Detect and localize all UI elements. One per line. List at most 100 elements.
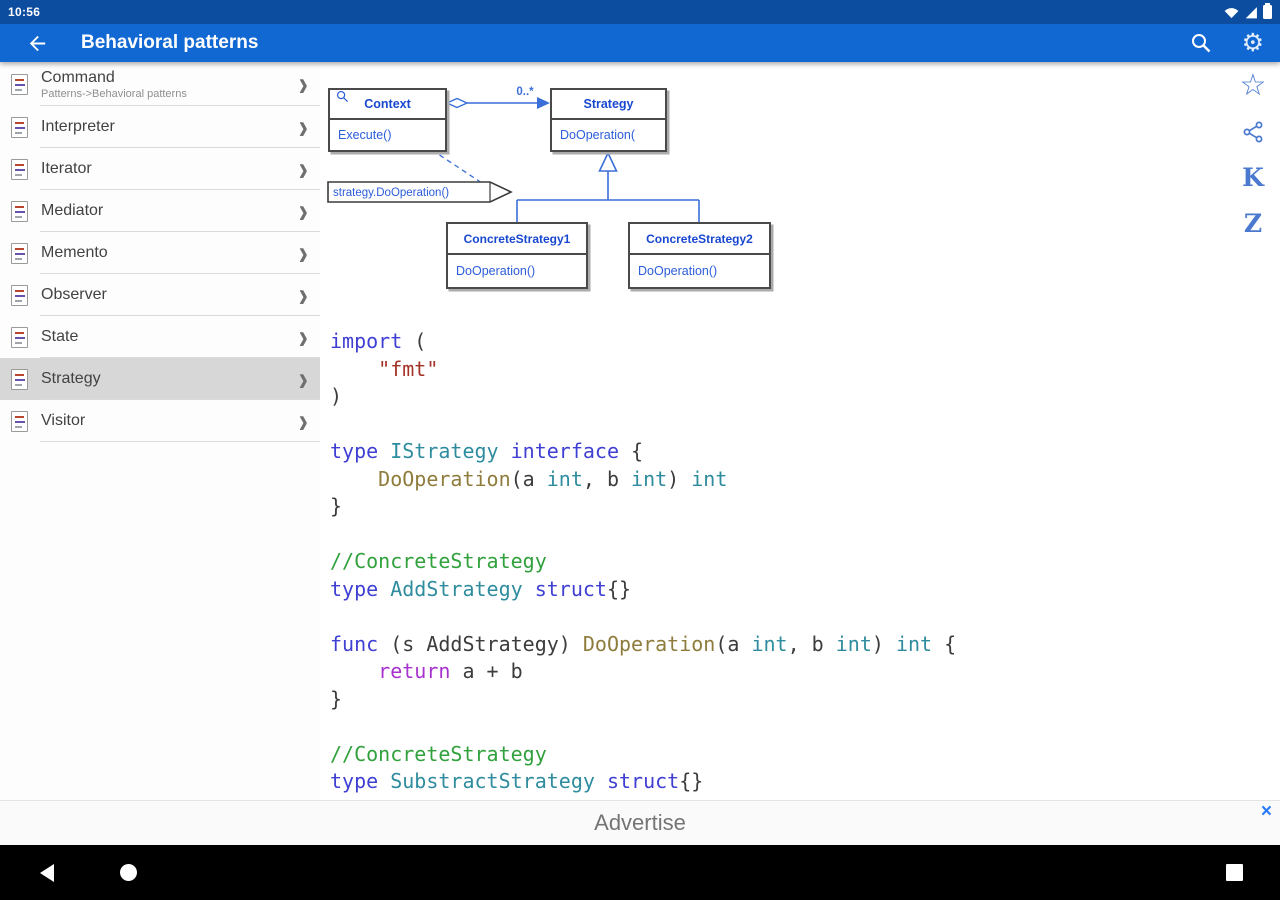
chevron-right-icon: › xyxy=(298,149,308,188)
chevron-right-icon: › xyxy=(298,317,308,356)
uml-class-title: Strategy xyxy=(552,90,665,120)
kotlin-code-button[interactable]: K xyxy=(1239,163,1267,192)
code-line xyxy=(330,411,956,439)
code-line: func (s AddStrategy) DoOperation(a int, … xyxy=(330,631,957,656)
code-line: //ConcreteStrategy xyxy=(330,549,547,573)
nav-home-button[interactable] xyxy=(120,864,137,881)
clock: 10:56 xyxy=(8,5,41,19)
document-icon xyxy=(11,410,28,432)
sidebar-item-visitor[interactable]: Visitor › xyxy=(0,400,320,442)
code-line: DoOperation(a int, b int) int xyxy=(378,466,728,491)
app-bar: Behavioral patterns ⚙ xyxy=(0,24,1280,62)
sidebar-item-label: State xyxy=(41,328,79,345)
sidebar-item-text: Visitor xyxy=(41,412,299,430)
ad-close-button[interactable]: × xyxy=(1261,802,1272,821)
method-label: Execute() xyxy=(338,128,392,142)
uml-class-context: Context Execute() xyxy=(328,88,447,152)
code-line: import ( xyxy=(330,329,427,353)
letter-k-icon: K xyxy=(1242,163,1264,192)
sidebar-item-text: Observer xyxy=(41,286,299,304)
code-line: type IStrategy interface { xyxy=(330,439,644,463)
document-icon xyxy=(11,368,28,390)
uml-class-method: DoOperation() xyxy=(638,264,718,278)
favorite-button[interactable]: ☆ xyxy=(1239,71,1267,101)
chevron-right-icon: › xyxy=(298,275,308,314)
status-bar: 10:56 xyxy=(0,0,1280,24)
sidebar-item-label: Memento xyxy=(41,244,108,261)
ad-banner[interactable]: Advertise × xyxy=(0,800,1280,845)
close-icon: × xyxy=(1260,801,1272,822)
document-icon xyxy=(11,326,28,348)
document-icon xyxy=(11,158,28,180)
document-icon xyxy=(11,116,28,138)
code-block: import ( "fmt") type IStrategy interface… xyxy=(330,328,956,796)
signal-icon xyxy=(1245,6,1257,18)
code-line: ) xyxy=(330,384,343,408)
wifi-icon xyxy=(1224,7,1239,18)
sidebar-item-label: Observer xyxy=(41,286,107,303)
document-icon xyxy=(11,73,28,95)
sidebar-item-text: State xyxy=(41,328,299,346)
battery-icon xyxy=(1263,3,1272,19)
sidebar-item-text: Interpreter xyxy=(41,118,299,136)
sidebar-item-text: Mediator xyxy=(41,202,299,220)
uml-class-method: DoOperation( xyxy=(560,128,636,142)
chevron-right-icon: › xyxy=(298,359,308,398)
uml-class-method: Execute() xyxy=(330,90,445,150)
nav-recents-button[interactable] xyxy=(1226,864,1243,881)
uml-class-title: ConcreteStrategy2 xyxy=(630,224,769,255)
status-icons xyxy=(1224,3,1272,19)
gear-icon: ⚙ xyxy=(1241,28,1264,57)
sidebar-item-state[interactable]: State › xyxy=(0,316,320,358)
uml-class-strategy: Strategy DoOperation( xyxy=(550,88,667,152)
code-line: type AddStrategy struct{} xyxy=(330,576,632,601)
chevron-right-icon: › xyxy=(298,107,308,146)
settings-button[interactable]: ⚙ xyxy=(1241,28,1264,57)
chevron-right-icon: › xyxy=(298,64,308,103)
sidebar-item-strategy[interactable]: Strategy › xyxy=(0,358,320,400)
sidebar-item-label: Visitor xyxy=(41,412,86,429)
nav-back-button[interactable] xyxy=(40,864,54,882)
uml-class-method: DoOperation() xyxy=(456,264,536,278)
uml-class-title: ConcreteStrategy1 xyxy=(448,224,586,255)
back-button[interactable] xyxy=(26,32,49,55)
uml-diagram: 0..* strategy.DoOperation() Context xyxy=(320,62,790,307)
code-line: type SubstractStrategy struct{} xyxy=(330,769,704,793)
back-arrow-icon xyxy=(29,35,46,51)
chevron-right-icon: › xyxy=(298,401,308,440)
code-line: } xyxy=(330,686,343,711)
note-text: strategy.DoOperation() xyxy=(333,187,449,199)
share-button[interactable] xyxy=(1239,118,1267,145)
sidebar-item-interpreter[interactable]: Interpreter › xyxy=(0,106,320,148)
code-line: //ConcreteStrategy xyxy=(330,741,547,766)
sidebar-item-observer[interactable]: Observer › xyxy=(0,274,320,316)
sidebar-item-iterator[interactable]: Iterator› xyxy=(0,148,320,190)
sidebar-item-label: Strategy xyxy=(41,370,101,387)
sidebar-item-label: Mediator xyxy=(41,202,104,219)
search-button[interactable] xyxy=(1190,32,1212,54)
code-line xyxy=(330,603,956,631)
code-line: return a + b xyxy=(378,659,523,683)
code-line xyxy=(330,713,956,741)
ad-label: Advertise xyxy=(594,810,686,835)
sidebar-item-memento[interactable]: Memento › xyxy=(0,232,320,274)
document-icon xyxy=(11,242,28,264)
zoom-mode-button[interactable]: Z xyxy=(1239,209,1267,238)
chevron-right-icon: › xyxy=(298,233,308,272)
diagram-connectors: 0..* strategy.DoOperation() xyxy=(327,86,700,222)
sidebar-item-mediator[interactable]: Mediator › xyxy=(0,190,320,232)
uml-class-concrete-strategy-2: ConcreteStrategy2 DoOperation() xyxy=(628,222,771,289)
document-icon xyxy=(11,284,28,306)
action-strip: ☆ K Z xyxy=(1239,71,1267,239)
page-title: Behavioral patterns xyxy=(81,32,259,53)
android-nav-bar xyxy=(0,845,1280,900)
sidebar-item-text: Strategy xyxy=(41,370,299,388)
sidebar-item-label: Interpreter xyxy=(41,118,115,135)
chevron-right-icon: › xyxy=(298,191,308,230)
sidebar-item-subtitle: Patterns->Behavioral patterns xyxy=(41,87,187,100)
